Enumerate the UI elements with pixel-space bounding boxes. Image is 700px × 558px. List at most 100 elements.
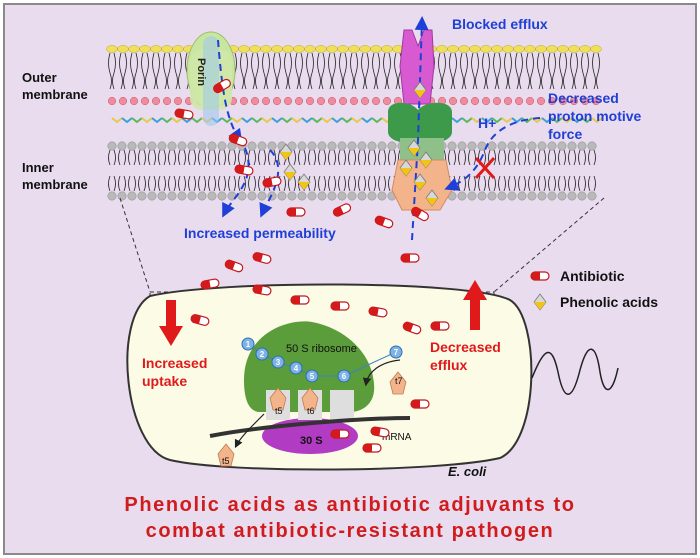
lipid-head: [577, 191, 587, 201]
amino-acid-number: 4: [294, 364, 299, 373]
lipid-head: [467, 141, 477, 151]
peptidoglycan-segment: [551, 117, 563, 124]
lipid-tail: [538, 149, 546, 192]
blocked-efflux-label: Blocked efflux: [452, 16, 548, 32]
lipid-head: [377, 191, 387, 201]
peptidoglycan-segment: [221, 117, 233, 124]
increased-uptake-line1: Increased: [142, 355, 207, 371]
antibiotic-molecule: [400, 253, 420, 263]
lipid-tail: [526, 52, 534, 90]
peptidoglycan-segment: [121, 117, 133, 124]
peptidoglycan-segment: [351, 117, 363, 124]
lipid-head: [117, 45, 129, 53]
peptidoglycan-segment: [331, 117, 343, 124]
lipid-tail: [273, 52, 281, 90]
peptidoglycan-segment: [231, 117, 243, 124]
lipid-tail: [262, 52, 270, 90]
lipid-head: [487, 141, 497, 151]
trna-label-t5: t5: [275, 406, 283, 416]
lipid-head: [247, 191, 257, 201]
lipid-head: [507, 191, 517, 201]
lipid-head: [360, 96, 370, 106]
lipid-head: [569, 96, 579, 106]
lipid-head: [587, 191, 597, 201]
lipid-head: [524, 45, 536, 53]
lipid-head: [347, 191, 357, 201]
lipid-head: [525, 96, 535, 106]
lipid-head: [557, 141, 567, 151]
peptidoglycan-segment: [511, 117, 523, 124]
lipid-head: [327, 191, 337, 201]
lipid-head: [367, 141, 377, 151]
antibiotic-molecule: [362, 443, 382, 453]
increased-uptake-arrow: [159, 300, 183, 346]
lipid-tail: [478, 149, 486, 192]
lipid-tail: [163, 52, 171, 90]
lipid-head: [147, 191, 157, 201]
caption-line2: combat antibiotic-resistant pathogen: [146, 520, 555, 542]
lipid-tail: [158, 149, 166, 192]
lipid-head: [294, 96, 304, 106]
lipid-tail: [328, 52, 336, 90]
lipid-head: [316, 96, 326, 106]
lipid-head: [250, 96, 260, 106]
decreased-efflux-line2: efflux: [430, 357, 468, 373]
antibiotic-molecule: [290, 295, 310, 305]
lipid-tail: [460, 52, 468, 90]
lipid-head: [304, 45, 316, 53]
peptidoglycan-segment: [361, 117, 373, 124]
lipid-tail: [251, 52, 259, 90]
lipid-head: [590, 45, 602, 53]
lipid-head: [436, 45, 448, 53]
lipid-tail: [128, 149, 136, 192]
lipid-tail: [537, 52, 545, 90]
lipid-head: [271, 45, 283, 53]
peptidoglycan-segment: [251, 117, 263, 124]
lipid-head: [127, 191, 137, 201]
lipid-tail: [350, 52, 358, 90]
lipid-head: [459, 96, 469, 106]
lipid-head: [327, 141, 337, 151]
lipid-head: [467, 191, 477, 201]
peptidoglycan-segment: [461, 117, 473, 124]
lipid-head: [348, 45, 360, 53]
amino-acid-bead: [255, 347, 269, 361]
lipid-head: [557, 45, 569, 53]
lipid-head: [547, 191, 557, 201]
lipid-head: [338, 96, 348, 106]
peptidoglycan-segment: [301, 117, 313, 124]
lipid-head: [307, 141, 317, 151]
lipid-head: [546, 45, 558, 53]
peptidoglycan-segment: [151, 117, 163, 124]
lipid-tail: [378, 149, 386, 192]
peptidoglycan-segment: [191, 117, 203, 124]
peptidoglycan-segment: [161, 117, 173, 124]
peptidoglycan-segment: [261, 117, 273, 124]
lipid-tail: [548, 149, 556, 192]
lipid-tail: [559, 52, 567, 90]
lipid-head: [370, 45, 382, 53]
organism-label: E. coli: [448, 464, 487, 479]
antibiotic-molecule: [286, 207, 306, 217]
lipid-tail: [383, 52, 391, 90]
lipid-tail: [449, 52, 457, 90]
increased-permeability-label: Increased permeability: [184, 225, 336, 241]
lipid-head: [591, 96, 601, 106]
lipid-tail: [141, 52, 149, 90]
efflux-blocked-path: [411, 16, 429, 241]
lipid-tail: [208, 149, 216, 192]
lipid-head: [347, 141, 357, 151]
lipid-tail: [295, 52, 303, 90]
lipid-head: [507, 141, 517, 151]
lipid-tail: [361, 52, 369, 90]
outer-membrane-label-line1: Outer: [22, 70, 57, 85]
inner-membrane-label-line1: Inner: [22, 160, 54, 175]
antibiotic-molecule: [410, 399, 430, 409]
lipid-head: [257, 191, 267, 201]
peptidoglycan-segment: [341, 117, 353, 124]
peptidoglycan-segment: [241, 117, 253, 124]
amino-acid-number: 2: [260, 350, 265, 359]
lipid-tail: [152, 52, 160, 90]
